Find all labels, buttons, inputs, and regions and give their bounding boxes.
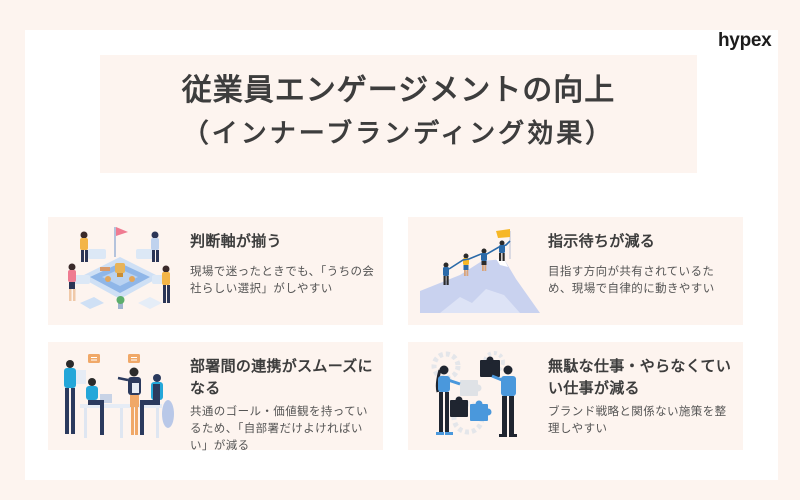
panel-text: 無駄な仕事・やらなくていい仕事が減る ブランド戦略と関係ない施策を整理しやすい [548, 355, 736, 437]
mountain-climb-flag-illustration [420, 223, 540, 319]
hypex-logo: hypex [718, 30, 772, 51]
content-card: hypex 従業員エンゲージメントの向上 （インナーブランディング効果） [25, 30, 778, 480]
panel-body: 共通のゴール・価値観を持っているため、「自部署だけよければいい」が減る [190, 404, 368, 452]
panel-text: 判断軸が揃う 現場で迷ったときでも、「うちの会社らしい選択」がしやすい [190, 230, 378, 297]
benefit-panel-less-waiting: 指示待ちが減る 目指す方向が共有されているため、現場で自律的に動きやすい [408, 217, 743, 325]
panel-heading: 部署間の連携がスムーズになる [190, 357, 373, 397]
page-subtitle: （インナーブランディング効果） [182, 119, 615, 149]
panel-heading: 指示待ちが減る [548, 232, 656, 250]
team-puzzle-flag-illustration [60, 223, 180, 319]
office-meeting-illustration [60, 348, 180, 444]
page-title: 従業員エンゲージメントの向上 [181, 73, 616, 108]
panel-text: 指示待ちが減る 目指す方向が共有されているため、現場で自律的に動きやすい [548, 230, 736, 297]
benefit-panel-smooth-collaboration: 部署間の連携がスムーズになる 共通のゴール・価値観を持っているため、「自部署だけ… [48, 342, 383, 452]
benefit-panel-less-waste: 無駄な仕事・やらなくていい仕事が減る ブランド戦略と関係ない施策を整理しやすい [408, 342, 743, 450]
panel-heading: 判断軸が揃う [190, 232, 282, 250]
panel-body: ブランド戦略と関係ない施策を整理しやすい [548, 404, 727, 435]
panel-text: 部署間の連携がスムーズになる 共通のゴール・価値観を持っているため、「自部署だけ… [190, 355, 378, 454]
panel-heading: 無駄な仕事・やらなくていい仕事が減る [548, 357, 732, 397]
panel-body: 目指す方向が共有されているため、現場で自律的に動きやすい [548, 264, 715, 295]
benefit-panel-aligned-judgment: 判断軸が揃う 現場で迷ったときでも、「うちの会社らしい選択」がしやすい [48, 217, 383, 325]
puzzle-pieces-gears-illustration [420, 348, 540, 444]
title-box: 従業員エンゲージメントの向上 （インナーブランディング効果） [100, 55, 697, 173]
panel-body: 現場で迷ったときでも、「うちの会社らしい選択」がしやすい [190, 264, 375, 295]
